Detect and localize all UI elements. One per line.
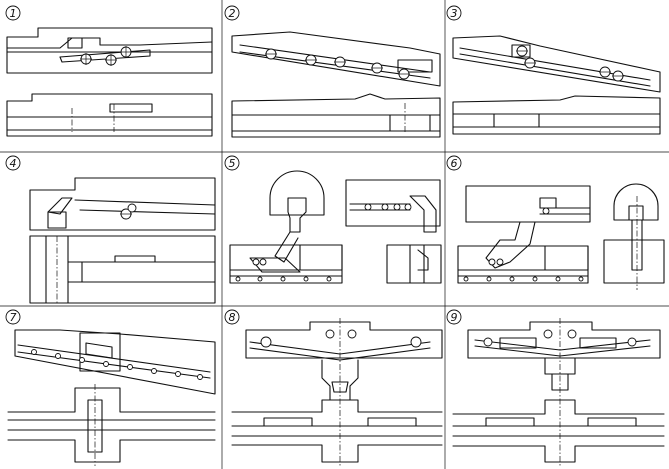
panel-8-number-badge: 8 [225, 310, 239, 324]
panel-7-side-view [8, 384, 215, 466]
panel-1-side-view [7, 94, 212, 136]
panel-2-side-view [232, 94, 440, 137]
panel-4-top-view [30, 178, 215, 230]
panel-3: 3 [447, 6, 660, 134]
panel-9-number: 9 [451, 311, 458, 324]
panel-8-top-view [246, 322, 442, 400]
panel-4-number-badge: 4 [6, 156, 20, 170]
panel-1: 1 [6, 6, 212, 136]
panel-8-number: 8 [229, 311, 236, 324]
panel-1-number-badge: 1 [6, 6, 20, 20]
panel-7-number: 7 [10, 311, 17, 324]
panel-1-top-view [7, 28, 212, 73]
panel-5: 5 [225, 156, 441, 283]
panel-5-number-badge: 5 [225, 156, 239, 170]
panel-3-number: 3 [451, 7, 458, 20]
panel-2: 2 [225, 6, 440, 137]
panel-2-number: 2 [229, 7, 236, 20]
panel-6-top-view [466, 186, 590, 222]
panel-6: 6 [447, 156, 664, 290]
panel-6-base-view [458, 222, 588, 283]
panel-4-number: 4 [10, 157, 17, 170]
panel-7: 7 [6, 310, 215, 466]
panel-6-number-badge: 6 [447, 156, 461, 170]
panel-6-end-view [604, 184, 664, 290]
panel-7-top-view [15, 330, 215, 394]
panel-1-number: 1 [10, 7, 17, 20]
panel-5-base-view [230, 245, 342, 283]
panel-5-head-detail [270, 171, 324, 262]
panel-4: 4 [6, 156, 215, 303]
panel-8: 8 [225, 310, 442, 466]
panel-3-top-view [453, 36, 660, 92]
panel-7-number-badge: 7 [6, 310, 20, 324]
panel-2-top-view [232, 32, 440, 86]
panel-4-side-view [30, 236, 215, 303]
panel-2-number-badge: 2 [225, 6, 239, 20]
panel-9-top-view [468, 322, 660, 390]
panel-3-side-view [453, 96, 660, 134]
panel-3-number-badge: 3 [447, 6, 461, 20]
panel-5-side-detail [346, 180, 441, 283]
panel-5-number: 5 [229, 157, 236, 170]
panel-9: 9 [447, 310, 664, 466]
panel-9-number-badge: 9 [447, 310, 461, 324]
panel-6-number: 6 [451, 157, 458, 170]
